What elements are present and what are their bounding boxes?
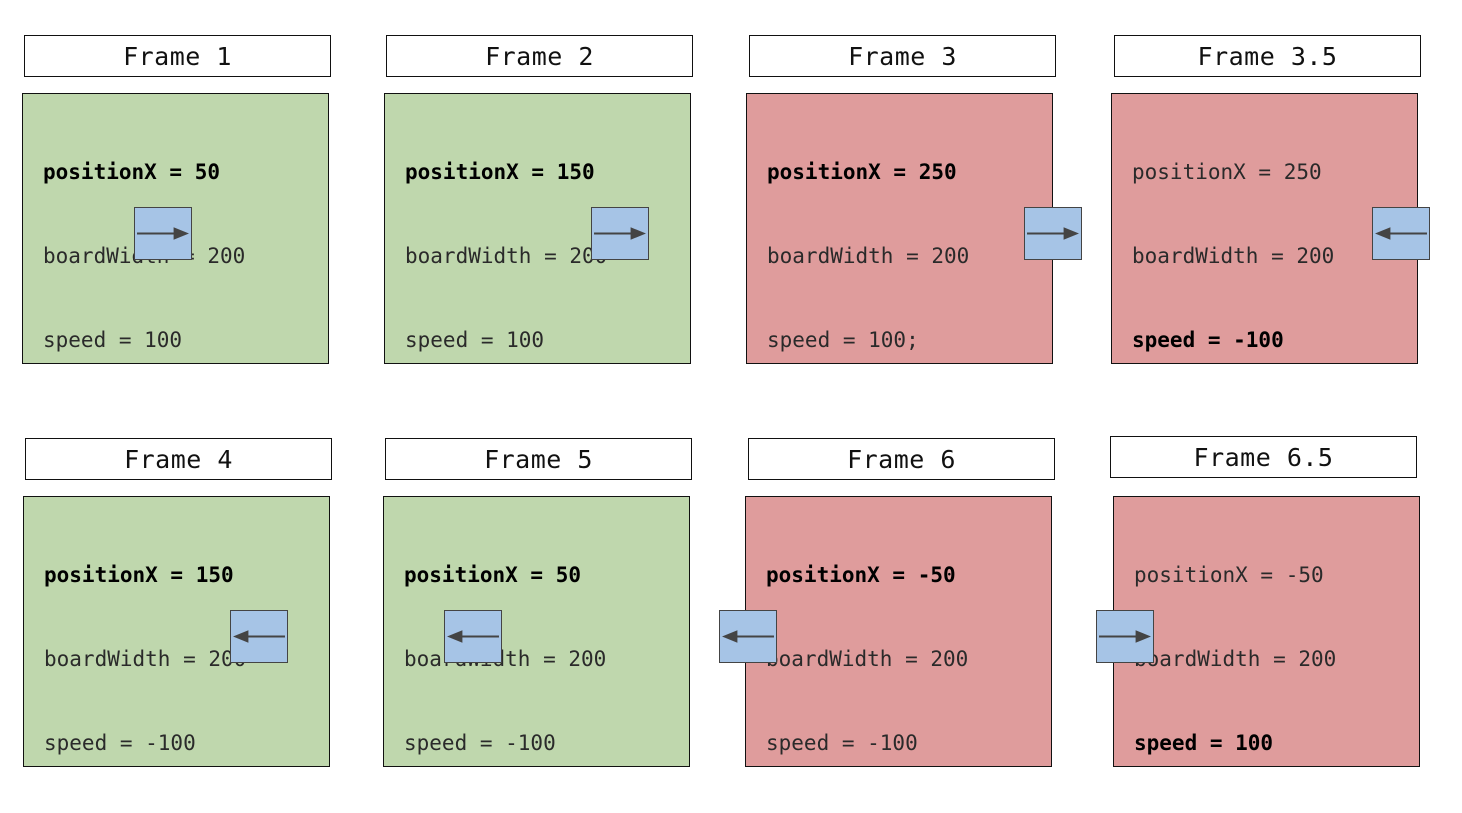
frame-title-3: Frame 3 [749,35,1056,77]
var-speed: speed = 100; [767,328,919,352]
var-position-x: positionX = -50 [1134,563,1324,587]
var-position-x: positionX = 50 [404,563,582,587]
ball-frame-5 [444,610,502,663]
frame-title-2: Frame 2 [386,35,693,77]
board-frame-6: positionX = -50 boardWidth = 200 speed =… [745,496,1052,767]
var-speed: speed = -100 [44,731,196,755]
var-position-x: positionX = 150 [405,160,595,184]
ball-frame-3 [1024,207,1082,260]
var-board-width: boardWidth = 200 [43,244,246,268]
frame-title-3-5: Frame 3.5 [1114,35,1421,77]
var-position-x: positionX = 150 [44,563,234,587]
var-board-width: boardWidth = 200 [767,244,970,268]
variables: positionX = 50 boardWidth = 200 speed = … [404,505,606,813]
right-arrow-icon [1027,227,1079,240]
variables: positionX = -50 boardWidth = 200 speed =… [1134,505,1336,813]
var-board-width: boardWidth = 200 [1134,647,1337,671]
var-speed: speed = -100 [1132,328,1284,352]
frame-title-6-5: Frame 6.5 [1110,436,1417,478]
var-position-x: positionX = 250 [767,160,957,184]
variables: positionX = 150 boardWidth = 200 speed =… [44,505,246,813]
frame-title-6: Frame 6 [748,438,1055,480]
ball-frame-1 [134,207,192,260]
var-speed: speed = 100 [405,328,545,352]
var-speed: speed = -100 [766,731,918,755]
var-board-width: boardWidth = 200 [404,647,607,671]
variables: positionX = -50 boardWidth = 200 speed =… [766,505,968,813]
board-frame-6-5: positionX = -50 boardWidth = 200 speed =… [1113,496,1420,767]
var-position-x: positionX = 50 [43,160,221,184]
ball-frame-6-5 [1096,610,1154,663]
ball-frame-2 [591,207,649,260]
frame-title-4: Frame 4 [25,438,332,480]
board-frame-5: positionX = 50 boardWidth = 200 speed = … [383,496,690,767]
left-arrow-icon [722,630,774,643]
right-arrow-icon [1099,630,1151,643]
variables: positionX = 50 boardWidth = 200 speed = … [43,102,245,410]
board-frame-3: positionX = 250 boardWidth = 200 speed =… [746,93,1053,364]
variables: positionX = 250 boardWidth = 200 speed =… [1132,102,1334,410]
variables: positionX = 250 boardWidth = 200 speed =… [767,102,969,410]
left-arrow-icon [1375,227,1427,240]
var-speed: speed = -100 [404,731,556,755]
left-arrow-icon [233,630,285,643]
var-board-width: boardWidth = 200 [766,647,969,671]
right-arrow-icon [594,227,646,240]
var-speed: speed = 100 [43,328,183,352]
ball-frame-6 [719,610,777,663]
ball-frame-3-5 [1372,207,1430,260]
var-board-width: boardWidth = 200 [1132,244,1335,268]
ball-frame-4 [230,610,288,663]
frame-title-1: Frame 1 [24,35,331,77]
var-position-x: positionX = -50 [766,563,956,587]
board-frame-3-5: positionX = 250 boardWidth = 200 speed =… [1111,93,1418,364]
variables: positionX = 150 boardWidth = 200 speed =… [405,102,607,410]
board-frame-1: positionX = 50 boardWidth = 200 speed = … [22,93,329,364]
var-position-x: positionX = 250 [1132,160,1322,184]
var-board-width: boardWidth = 200 [405,244,608,268]
left-arrow-icon [447,630,499,643]
right-arrow-icon [137,227,189,240]
var-board-width: boardWidth = 200 [44,647,247,671]
frame-title-5: Frame 5 [385,438,692,480]
var-speed: speed = 100 [1134,731,1274,755]
board-frame-4: positionX = 150 boardWidth = 200 speed =… [23,496,330,767]
